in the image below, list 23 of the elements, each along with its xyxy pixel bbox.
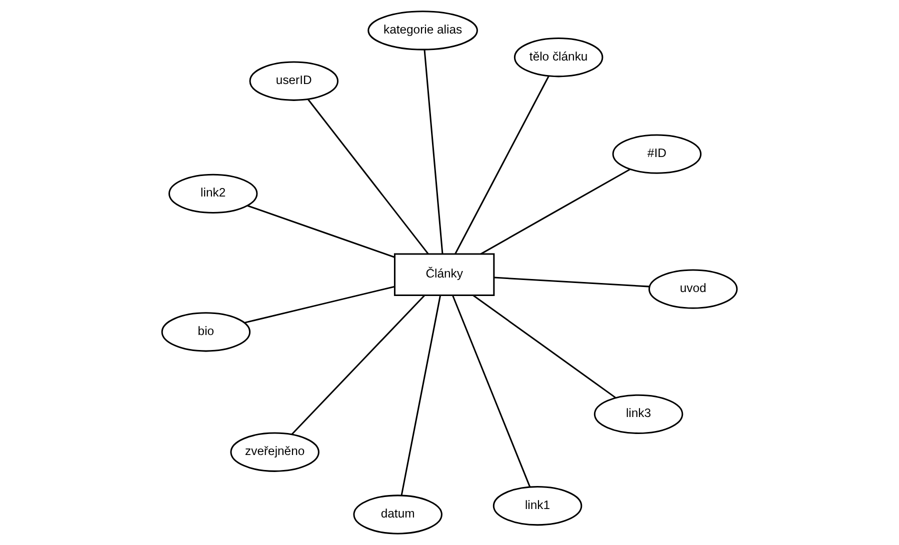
node-box: Články: [394, 253, 495, 296]
connector: [247, 204, 395, 258]
node-ellipse: bio: [161, 312, 251, 352]
connector: [494, 276, 650, 288]
node-ellipse: zveřejněno: [230, 432, 320, 472]
connector: [452, 295, 531, 488]
connector: [244, 286, 395, 324]
node-ellipse: link1: [492, 486, 582, 526]
connector: [424, 50, 444, 254]
connector: [454, 76, 550, 254]
node-ellipse: datum: [353, 494, 442, 534]
connector: [307, 98, 429, 254]
connector: [480, 168, 630, 255]
connector: [291, 294, 426, 435]
node-ellipse: link3: [594, 394, 684, 434]
node-ellipse: #ID: [612, 134, 702, 174]
node-ellipse: uvod: [648, 269, 738, 309]
node-ellipse: kategorie alias: [368, 10, 478, 50]
connector: [472, 294, 616, 398]
connector: [400, 295, 442, 496]
node-ellipse: tělo článku: [514, 38, 604, 78]
node-ellipse: link2: [168, 174, 258, 214]
node-ellipse: userID: [249, 61, 339, 101]
